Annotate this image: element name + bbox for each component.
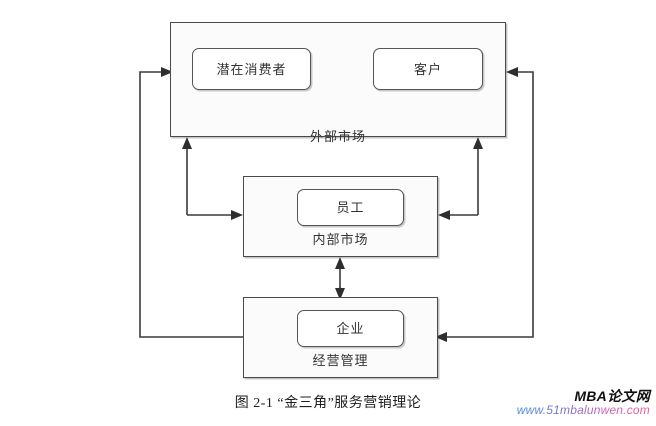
arrowhead-into-outer-market-right	[506, 67, 518, 77]
box-enterprise: 企业	[297, 310, 404, 347]
box-employee-label: 员工	[336, 200, 365, 215]
arrowhead-into-internal-market-right	[438, 210, 450, 220]
box-management-label: 经营管理	[312, 353, 369, 368]
box-outer-market-label: 外部市场	[309, 129, 366, 144]
figure-caption: 图 2-1 “金三角”服务营销理论	[234, 396, 422, 411]
box-customer: 客户	[373, 48, 483, 90]
box-potential-consumer: 潜在消费者	[192, 48, 311, 90]
connector-right-internal-market	[438, 137, 483, 220]
watermark-url: www.51mbalunwen.com	[516, 403, 650, 418]
arrowhead-into-internal-market-left	[231, 210, 243, 220]
box-internal-market-label: 内部市场	[312, 232, 369, 247]
connector-management-to-internal-market	[335, 257, 345, 300]
box-potential-consumer-label: 潜在消费者	[216, 61, 287, 77]
watermark: MBA论文网 www.51mbalunwen.com	[517, 388, 650, 418]
box-enterprise-label: 企业	[336, 321, 365, 336]
box-customer-label: 客户	[413, 61, 442, 77]
arrowhead-up-internal-market-bottom	[335, 257, 345, 269]
watermark-brand: MBA论文网	[574, 388, 650, 404]
connector-left-internal-market	[182, 137, 243, 220]
box-employee: 员工	[297, 189, 404, 226]
